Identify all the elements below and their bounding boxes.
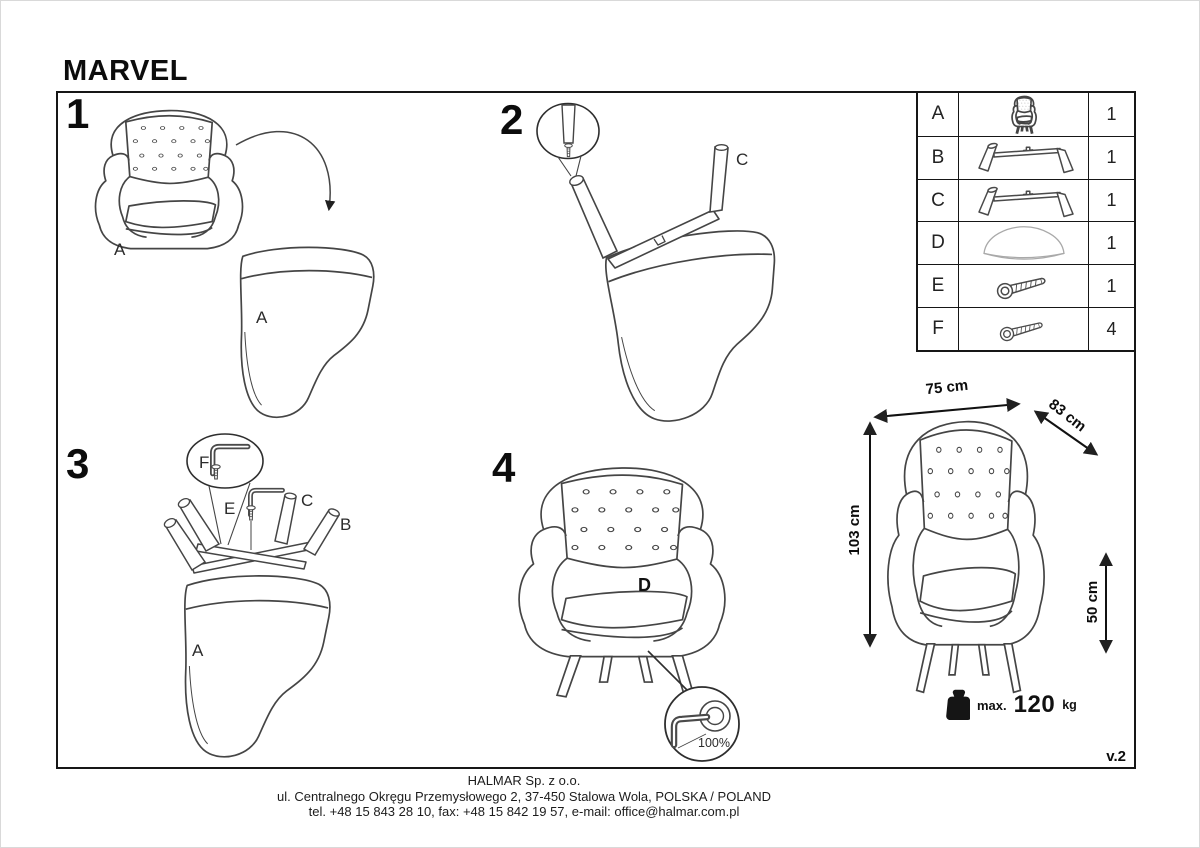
step1-drawing xyxy=(94,109,375,418)
version-label: v.2 xyxy=(1106,748,1126,765)
bolt-icon xyxy=(958,307,1088,350)
footer-contact: tel. +48 15 843 28 10, fax: +48 15 842 1… xyxy=(308,804,740,819)
part-qty: 1 xyxy=(1088,135,1134,179)
footer-company: HALMAR Sp. z o.o. xyxy=(467,773,581,788)
step1-label-shell: A xyxy=(256,308,268,327)
part-letter: C xyxy=(918,178,958,222)
footer: HALMAR Sp. z o.o. ul. Centralnego Okręgu… xyxy=(1,773,1047,820)
assembly-drawings xyxy=(94,102,1113,762)
step3-label-leg-b: B xyxy=(340,515,352,534)
part-letter: D xyxy=(918,221,958,264)
step1-label-chair: A xyxy=(114,240,126,259)
part-qty: 4 xyxy=(1088,307,1134,350)
armchair-icon xyxy=(958,93,1088,136)
step2-drawing xyxy=(536,102,799,429)
parts-table: A 1 B 1 C 1 D 1 E xyxy=(916,91,1136,352)
part-letter: A xyxy=(931,103,945,125)
leg-frame-icon xyxy=(958,135,1088,179)
step2-number: 2 xyxy=(500,96,524,143)
step2-label-leg: C xyxy=(736,150,749,169)
part-letter: F xyxy=(918,307,958,350)
footer-address: ul. Centralnego Okręgu Przemysłowego 2, … xyxy=(276,788,771,804)
step4-drawing xyxy=(519,468,740,762)
step1-number: 1 xyxy=(66,90,90,137)
step3-label-leg-c: C xyxy=(301,491,314,510)
bolt-icon xyxy=(958,264,1088,308)
step4-tightness-label: 100% xyxy=(698,736,730,750)
page-title: MARVEL xyxy=(63,55,188,87)
dimension-drawing xyxy=(863,398,1113,692)
step4-label-cushion: D xyxy=(638,575,651,595)
step3-label-tool-e: E xyxy=(224,499,236,518)
dimension-seat-height: 50 cm xyxy=(1084,580,1101,624)
part-letter: E xyxy=(918,264,958,307)
weight-limit-note: max. 120 kg xyxy=(944,685,1077,725)
step3-label-shell: A xyxy=(192,641,204,660)
weight-icon xyxy=(946,689,970,720)
seat-cushion-icon xyxy=(958,221,1088,265)
weight-limit-unit: kg xyxy=(1062,698,1077,712)
part-qty: 1 xyxy=(1088,221,1134,265)
part-qty: 1 xyxy=(1088,264,1134,308)
leg-frame-icon xyxy=(958,178,1088,222)
weight-limit-value: 120 xyxy=(1013,691,1056,718)
dimension-height: 103 cm xyxy=(846,504,863,556)
weight-limit-prefix: max. xyxy=(977,697,1007,713)
step3-drawing xyxy=(163,433,341,758)
part-qty: 1 xyxy=(1088,93,1134,136)
part-qty: 1 xyxy=(1088,178,1134,222)
step4-number: 4 xyxy=(492,444,516,491)
instruction-board: 1 2 3 4 A A C F E C B A D 100% 75 cm 83 … xyxy=(56,91,1136,769)
step3-number: 3 xyxy=(66,440,90,487)
step3-label-tool-f: F xyxy=(199,453,210,472)
part-letter: B xyxy=(918,135,958,179)
